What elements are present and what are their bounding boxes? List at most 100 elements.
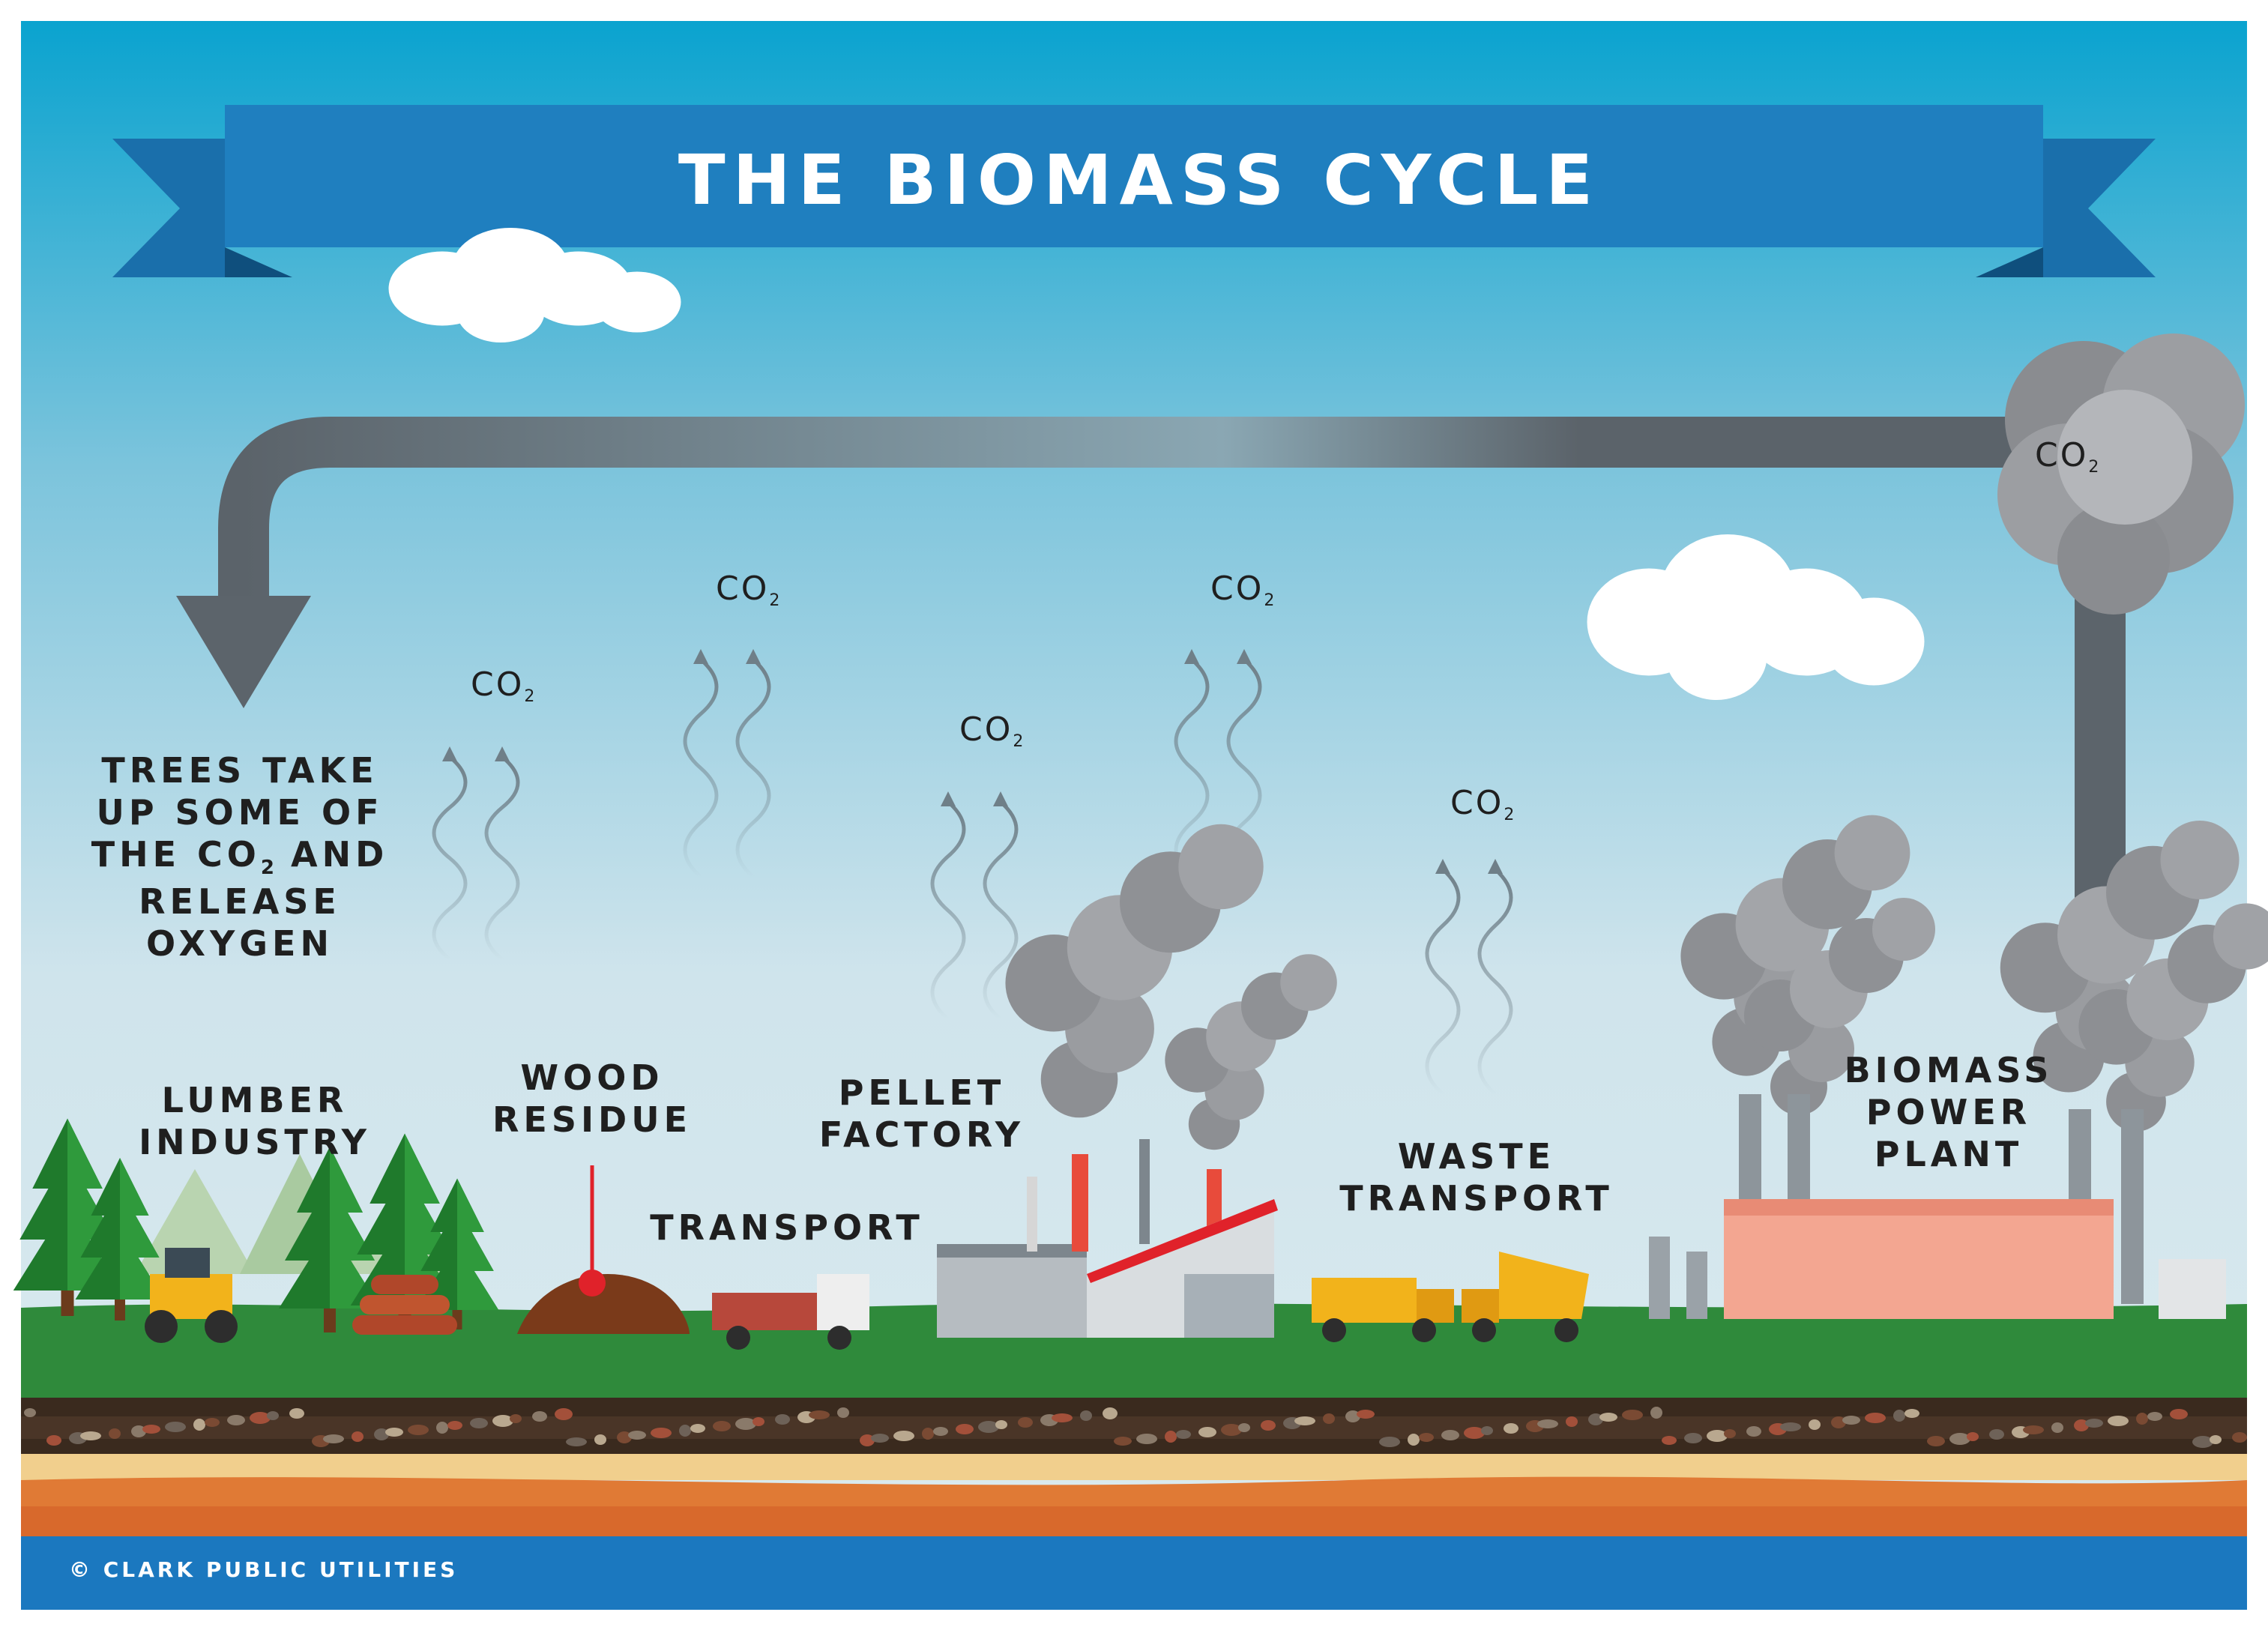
pebble	[267, 1411, 279, 1420]
co2-wave	[1174, 658, 1210, 878]
pebble	[1842, 1416, 1860, 1425]
co2-wave	[735, 658, 771, 878]
pebble	[193, 1419, 205, 1431]
pebble	[594, 1434, 606, 1445]
pebble	[775, 1414, 790, 1425]
pebble	[408, 1425, 429, 1435]
pebble	[447, 1421, 462, 1430]
wood-residue-pile	[517, 1165, 690, 1334]
co2-label-transport: CO2	[959, 710, 1024, 751]
pebble	[131, 1425, 146, 1437]
pebble	[933, 1427, 948, 1436]
pebble	[1357, 1410, 1375, 1419]
pebble	[555, 1408, 573, 1420]
pellet-factory	[937, 1139, 1278, 1338]
pebble	[510, 1414, 522, 1423]
pebble	[893, 1431, 914, 1441]
pebble	[1136, 1434, 1157, 1444]
co2-label-waste: CO2	[1450, 784, 1515, 824]
pebble	[2170, 1409, 2188, 1419]
page-title: THE BIOMASS CYCLE	[678, 139, 1601, 220]
pebble	[205, 1418, 220, 1427]
pebble	[1080, 1410, 1092, 1421]
pebble	[1707, 1430, 1728, 1442]
pebble	[1746, 1426, 1761, 1437]
pebble	[1294, 1416, 1315, 1425]
lumber-forest	[13, 1118, 499, 1343]
pebble	[956, 1424, 974, 1434]
pebble	[470, 1418, 488, 1428]
footer-bar	[21, 1536, 2247, 1610]
pebble	[809, 1410, 830, 1419]
co2-wave	[930, 800, 966, 1021]
co2-wave	[484, 755, 520, 961]
pebble	[492, 1415, 513, 1427]
co2-wave	[983, 800, 1019, 1021]
pebble	[2136, 1413, 2148, 1425]
pebble	[1650, 1407, 1662, 1419]
pebble	[1103, 1407, 1118, 1419]
pebble	[1904, 1409, 1919, 1418]
pebble	[1893, 1410, 1905, 1422]
co2-wave-arrowhead	[1184, 649, 1199, 664]
co2-wave	[432, 755, 468, 961]
pebble	[2023, 1425, 2044, 1434]
pebble	[2147, 1412, 2162, 1421]
pebble	[1481, 1426, 1493, 1435]
pebble	[713, 1421, 731, 1431]
trees-note: TREES TAKE UP SOME OF THE CO2 AND RELEAS…	[91, 750, 389, 965]
co2-wave-arrowhead	[693, 649, 708, 664]
pebble	[1724, 1429, 1736, 1438]
pebble	[1989, 1429, 2004, 1440]
pebble	[1176, 1430, 1191, 1439]
pebble	[1221, 1424, 1242, 1436]
pebble	[753, 1417, 764, 1426]
pebble	[2085, 1419, 2103, 1428]
pebble	[651, 1428, 672, 1438]
co2-label-lumber: CO2	[471, 665, 535, 706]
pebble	[690, 1424, 705, 1433]
pebble	[1261, 1420, 1276, 1431]
co2-wave-arrowhead	[993, 791, 1008, 806]
pebble	[860, 1434, 875, 1446]
waste-transport-trucks	[1312, 1252, 1589, 1342]
pebble	[1198, 1427, 1216, 1437]
soil-pebbles	[24, 1407, 2247, 1448]
co2-wave-arrowhead	[941, 791, 956, 806]
co2-wave-arrowhead	[495, 746, 510, 761]
pebble	[1419, 1433, 1434, 1442]
pebble	[2108, 1416, 2129, 1426]
pebble	[1504, 1423, 1518, 1434]
pebble	[1662, 1436, 1677, 1445]
pebble	[24, 1408, 36, 1417]
pebble	[1622, 1410, 1643, 1420]
pebble	[1408, 1434, 1420, 1446]
transport-truck	[712, 1274, 869, 1350]
pebble	[1831, 1416, 1846, 1428]
pebble	[109, 1428, 121, 1439]
pebble	[871, 1434, 889, 1443]
pebble	[566, 1437, 587, 1446]
pebble	[1865, 1413, 1886, 1423]
co2-wave	[1477, 868, 1513, 1096]
pebble	[837, 1407, 849, 1418]
pebble	[1441, 1430, 1459, 1440]
co2-label-top: CO2	[2035, 436, 2099, 477]
pebble	[679, 1425, 691, 1437]
pebble	[1379, 1437, 1400, 1447]
title-banner	[112, 105, 2156, 277]
pebble	[2192, 1436, 2213, 1448]
pebble	[995, 1420, 1007, 1429]
pebble	[1780, 1422, 1801, 1431]
pebble	[1927, 1436, 1945, 1446]
co2-wave-arrowhead	[1237, 649, 1252, 664]
pebble	[617, 1431, 632, 1443]
pebble	[142, 1425, 160, 1434]
pebble	[385, 1428, 403, 1437]
pebble	[1114, 1437, 1132, 1446]
pebble	[532, 1411, 547, 1422]
